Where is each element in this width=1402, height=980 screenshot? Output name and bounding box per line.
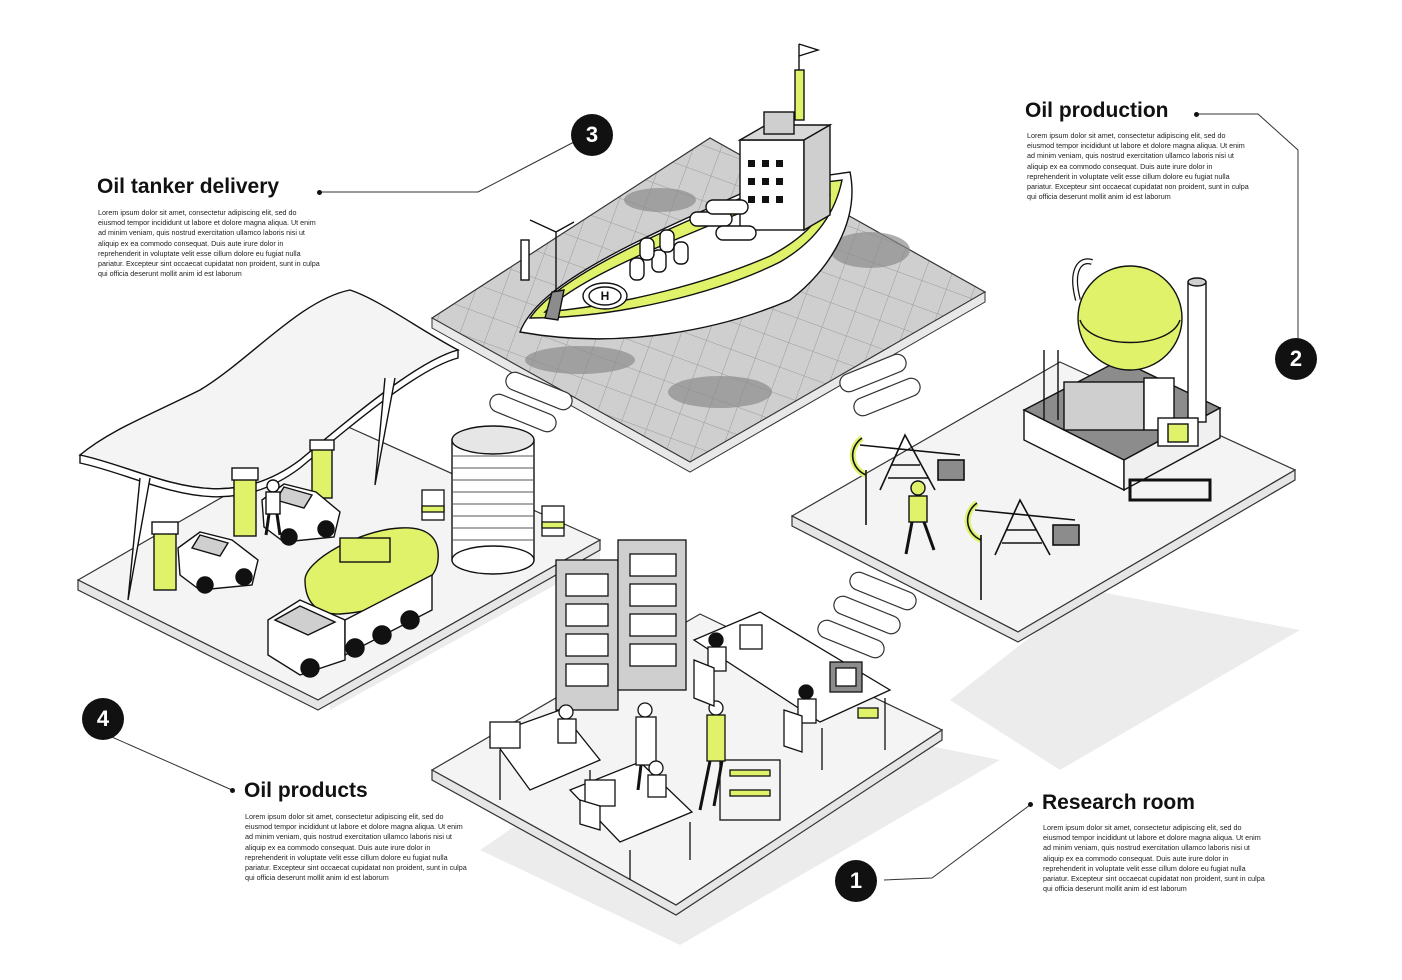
section-text-production: Lorem ipsum dolor sit amet, consectetur … bbox=[1027, 131, 1249, 202]
car-1 bbox=[177, 531, 259, 594]
lab-chairs bbox=[579, 659, 803, 831]
scientist-figures bbox=[557, 632, 817, 811]
section-title-tanker: Oil tanker delivery bbox=[97, 175, 280, 198]
section-title-production: Oil production bbox=[1025, 99, 1169, 122]
connector-dot-3 bbox=[317, 190, 322, 195]
section-text-tanker: Lorem ipsum dolor sit amet, consectetur … bbox=[98, 208, 320, 279]
helipad-label: H bbox=[601, 289, 610, 303]
section-text-research: Lorem ipsum dolor sit amet, consectetur … bbox=[1043, 823, 1265, 894]
pump-jack-2 bbox=[964, 498, 1080, 600]
tanker-truck bbox=[267, 527, 439, 678]
step-badge-3: 3 bbox=[571, 114, 613, 156]
step-badge-4: 4 bbox=[82, 698, 124, 740]
fuel-pumps bbox=[151, 439, 335, 591]
connector-dot-4 bbox=[230, 788, 235, 793]
step-badge-2: 2 bbox=[1275, 338, 1317, 380]
oil-barrels bbox=[421, 489, 565, 537]
filing-cabinets bbox=[555, 539, 687, 711]
oil-refinery-tank bbox=[1022, 258, 1222, 502]
oil-worker-figure bbox=[904, 480, 936, 555]
oil-storage-tank bbox=[451, 425, 535, 575]
connector-lines bbox=[95, 113, 1299, 881]
connector-dot-1 bbox=[1028, 802, 1033, 807]
pump-jack-1 bbox=[849, 433, 965, 525]
step-badge-1: 1 bbox=[835, 860, 877, 902]
section-title-products: Oil products bbox=[244, 779, 368, 802]
section-text-products: Lorem ipsum dolor sit amet, consectetur … bbox=[245, 812, 467, 883]
connector-dot-2 bbox=[1194, 112, 1199, 117]
platform-steps bbox=[489, 353, 921, 659]
attendant-figure bbox=[264, 479, 282, 536]
section-title-research: Research room bbox=[1042, 791, 1195, 814]
oil-tanker-ship bbox=[519, 43, 853, 340]
car-2 bbox=[261, 483, 341, 546]
lab-desks bbox=[488, 611, 892, 880]
